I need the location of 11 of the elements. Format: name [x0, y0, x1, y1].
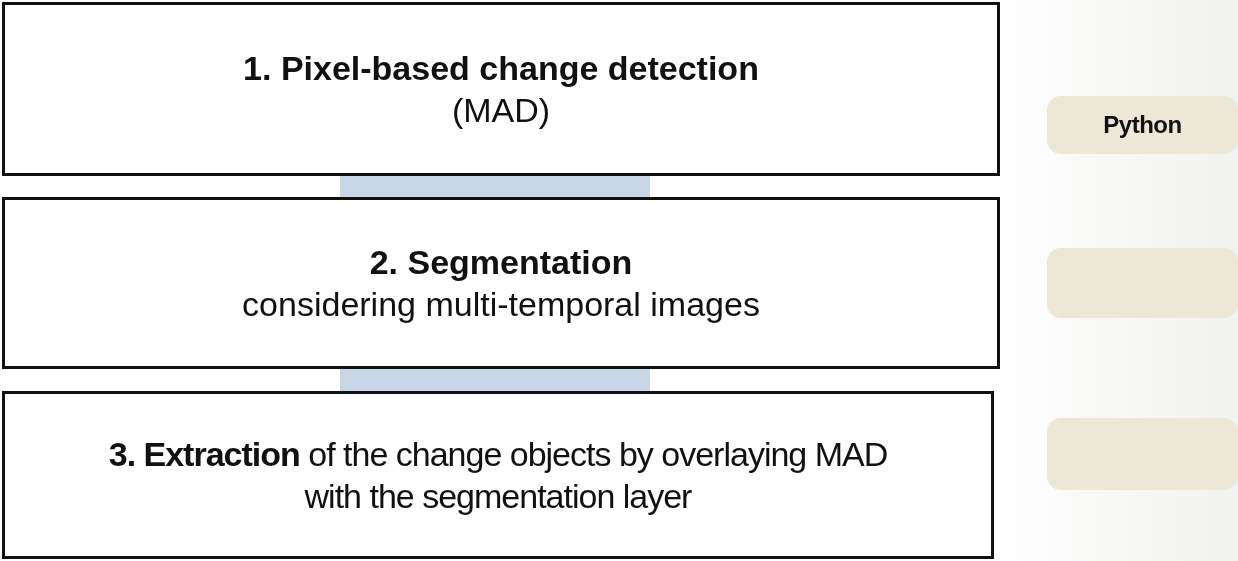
tag-box: [1047, 248, 1238, 318]
step-title: 2. Segmentation: [369, 241, 633, 283]
tool-tag: Python: [1047, 96, 1238, 154]
tag-box: [1047, 418, 1238, 490]
step-box: [2, 391, 994, 559]
step-box: [2, 2, 1000, 176]
step-description: considering multi-temporal images: [242, 284, 760, 325]
step-description: 3. Extraction of the change objects by overlaying MAD with the segmentation layer: [107, 433, 889, 517]
step-box: [2, 197, 1000, 369]
step-title: 1. Pixel-based change detection: [243, 47, 759, 89]
step-description: (MAD): [451, 90, 551, 131]
